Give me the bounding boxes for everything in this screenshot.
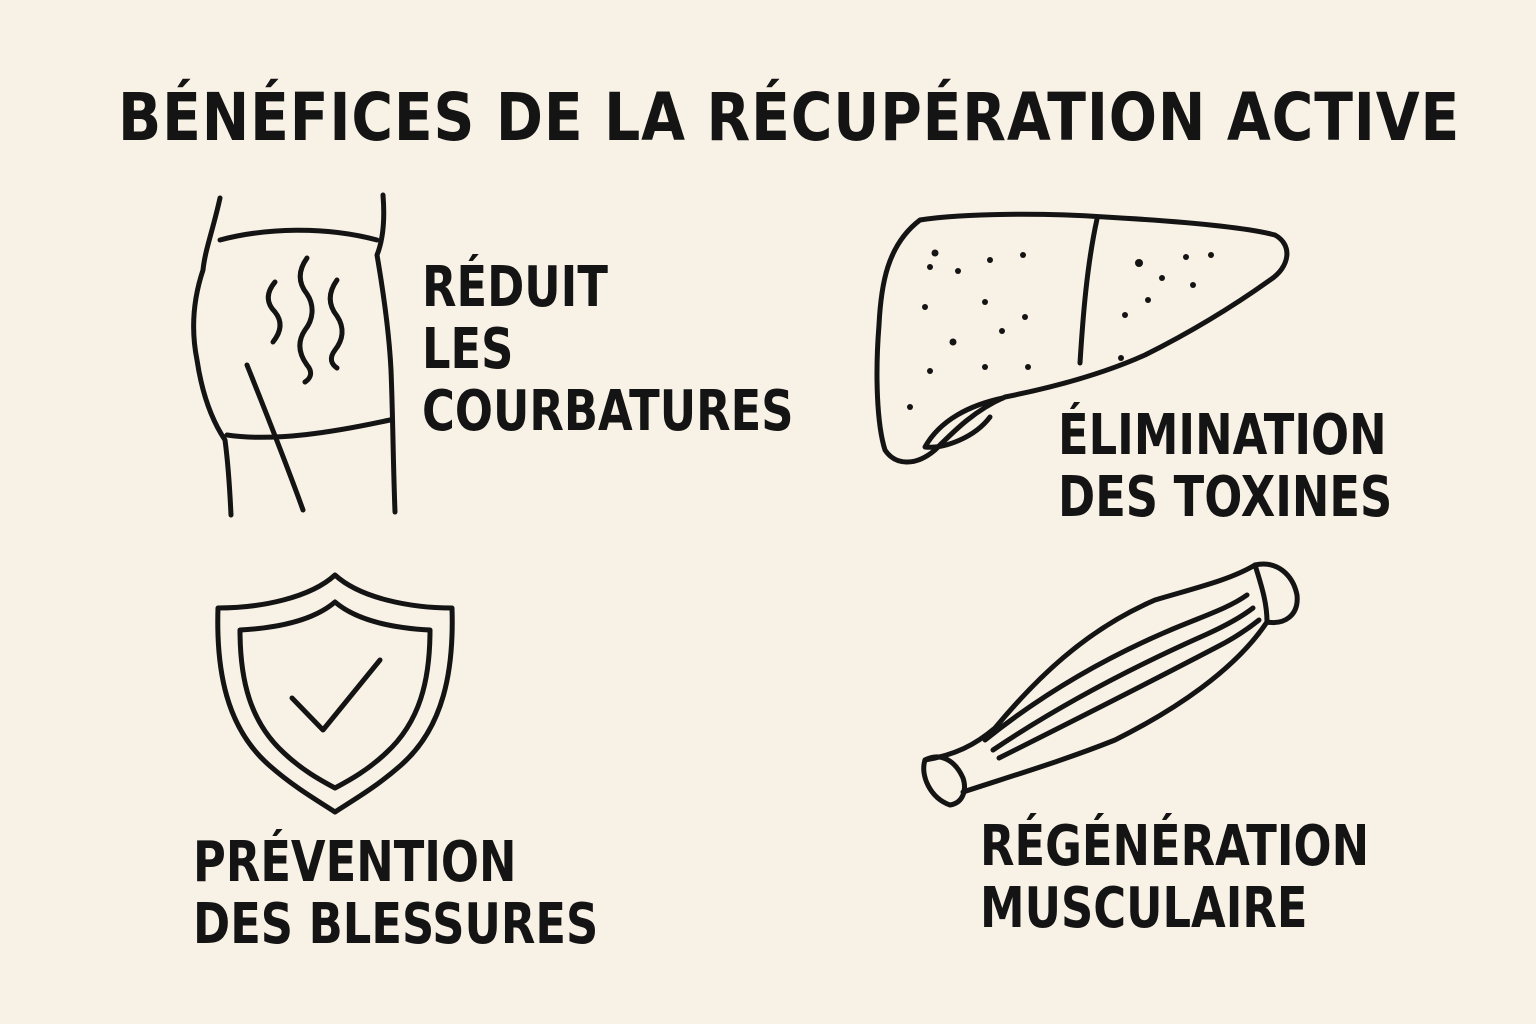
muscle-icon xyxy=(921,561,1300,808)
benefit-label-regeneration: RÉGÉNÉRATION MUSCULAIRE xyxy=(980,816,1369,940)
benefit-line: DES BLESSURES xyxy=(193,892,599,957)
sore-thigh-icon xyxy=(191,192,398,518)
benefit-label-toxines: ÉLIMINATION DES TOXINES xyxy=(1058,405,1392,529)
benefit-line: DES TOXINES xyxy=(1058,465,1393,530)
benefit-line: MUSCULAIRE xyxy=(980,876,1308,941)
liver-icon xyxy=(874,211,1290,465)
shield-check-icon xyxy=(215,572,455,815)
benefit-line: LES xyxy=(422,317,514,382)
page-title: BÉNÉFICES DE LA RÉCUPÉRATION ACTIVE xyxy=(118,79,1461,156)
benefit-line: PRÉVENTION xyxy=(193,830,517,895)
benefit-line: COURBATURES xyxy=(422,379,794,444)
benefit-label-courbatures: RÉDUIT LES COURBATURES xyxy=(422,257,793,443)
benefit-line: ÉLIMINATION xyxy=(1058,403,1387,468)
benefit-line: RÉGÉNÉRATION xyxy=(980,814,1370,879)
benefit-line: RÉDUIT xyxy=(422,255,608,320)
benefit-label-blessures: PRÉVENTION DES BLESSURES xyxy=(193,832,598,956)
